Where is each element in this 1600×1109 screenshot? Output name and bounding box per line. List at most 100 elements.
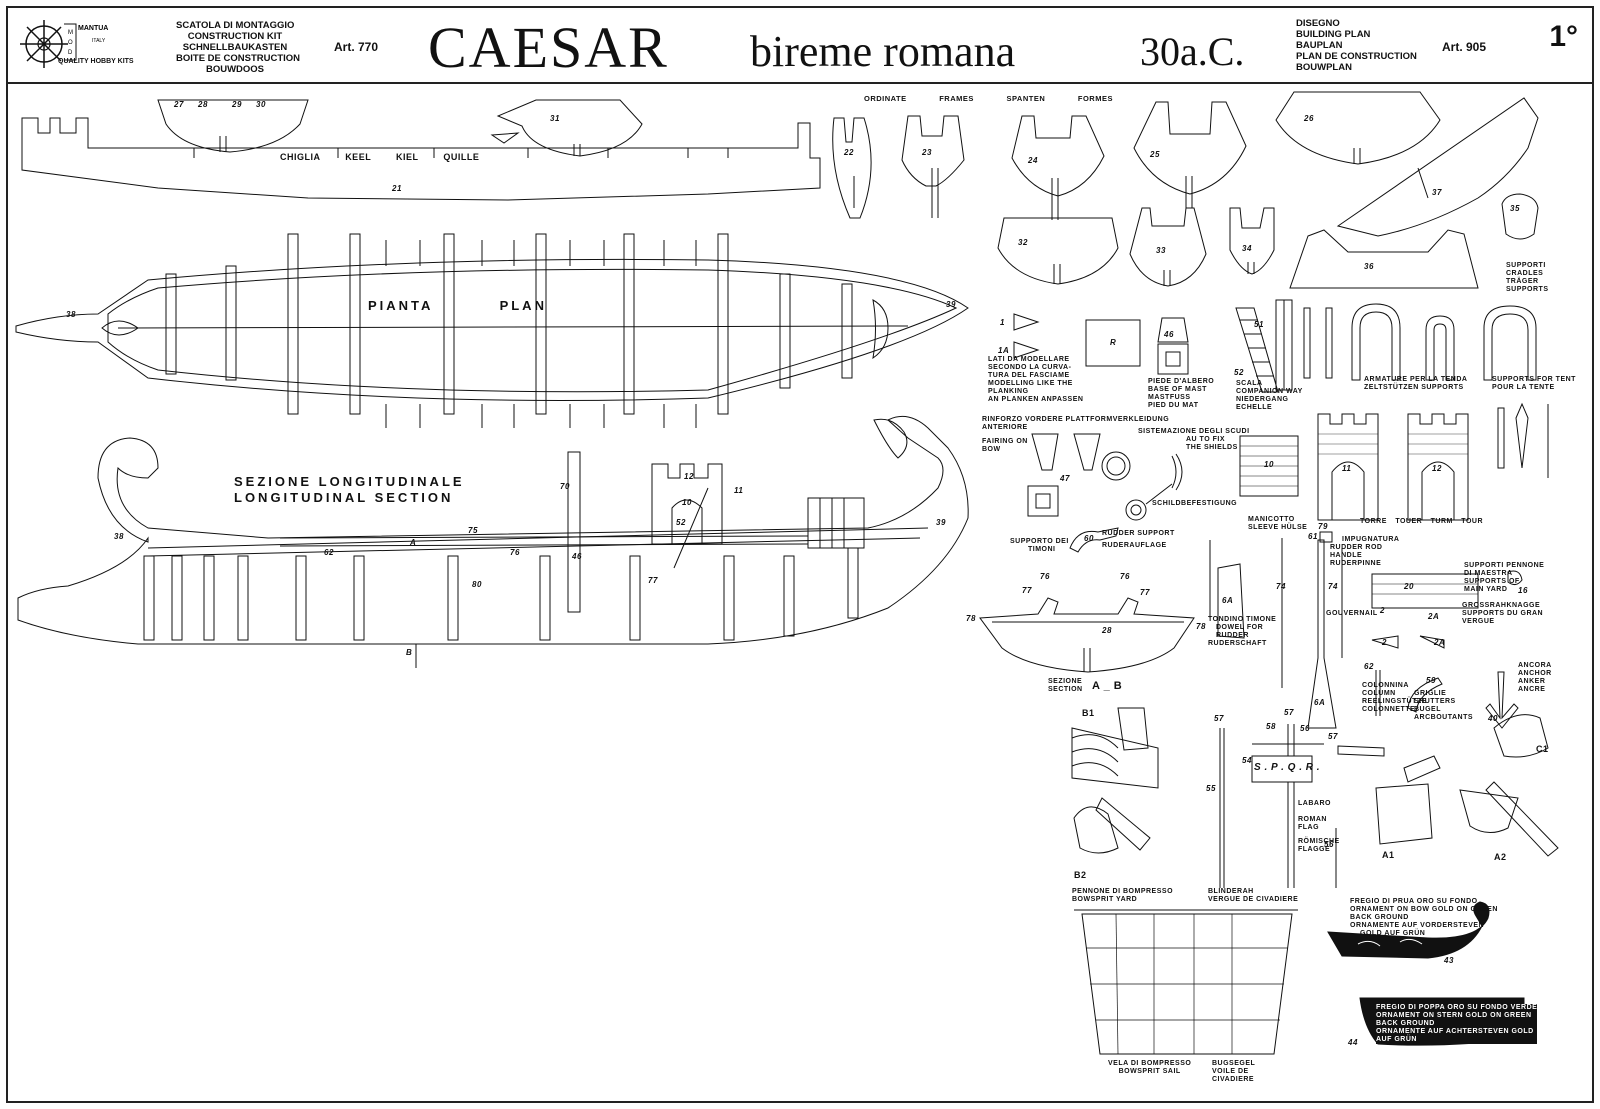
part-number: 36 — [1364, 262, 1374, 271]
plan-hull-outline — [15, 258, 969, 401]
part-number: 26 — [1304, 114, 1314, 123]
plan-line: BOUWPLAN — [1296, 62, 1352, 73]
assembly-b2 — [1073, 806, 1119, 854]
part-number: 51 — [1254, 320, 1264, 329]
svg-text:ITALY: ITALY — [92, 38, 106, 44]
part-number: 35 — [1510, 204, 1520, 213]
frame-22 — [832, 117, 872, 219]
part-number: 22 — [844, 148, 854, 157]
part-36 — [1289, 229, 1479, 289]
kit-line: BOITE DE CONSTRUCTION — [176, 53, 301, 64]
plan-article-number: Art. 905 — [1442, 40, 1487, 54]
keel-label: CHIGLIA KEEL KIEL QUILLE — [280, 152, 480, 162]
part-37 — [1336, 97, 1539, 237]
bow-ornament-c1 — [1493, 714, 1549, 758]
label-c1: C1 — [1536, 744, 1549, 754]
part-number: 10 — [682, 498, 692, 507]
part-number: 39 — [946, 300, 956, 309]
part-number: 11 — [734, 486, 744, 495]
part-number: 43 — [1444, 956, 1454, 965]
part-number: 77 — [1022, 586, 1032, 595]
part-number: 80 — [472, 580, 482, 589]
spear — [1515, 402, 1529, 469]
plan-view-label: PIANTA PLAN — [368, 298, 547, 313]
kit-type-block: SCATOLA DI MONTAGGIO CONSTRUCTION KIT SC… — [176, 20, 301, 75]
tent-support-a — [1351, 303, 1401, 381]
part-number: 40 — [1488, 714, 1498, 723]
part-number: 16 — [1518, 586, 1528, 595]
part-number: 20 — [1404, 582, 1414, 591]
gouvernail-label: GOUVERNAIL — [1326, 610, 1378, 617]
tower-11 — [1317, 413, 1379, 521]
part-number: 44 — [1348, 1038, 1358, 1047]
part-number: 38 — [66, 310, 76, 319]
part-number: 6A — [1314, 698, 1326, 707]
rudder-6a-small — [1217, 563, 1245, 639]
part-number: 55 — [1206, 784, 1216, 793]
ship-type: bireme romana — [750, 27, 1016, 76]
part-number: 74 — [1328, 582, 1338, 591]
ship-date: 30a.C. — [1140, 29, 1245, 74]
support-20 — [1371, 573, 1479, 609]
logo-tagline: QUALITY HOBBY KITS — [58, 58, 134, 65]
part-number: 2 — [1380, 606, 1385, 615]
part-number: 46 — [1164, 330, 1174, 339]
part-number: 29 — [232, 100, 242, 109]
spqr-banner — [1251, 755, 1313, 783]
part-35 — [1501, 193, 1539, 240]
fairing-right — [1073, 433, 1101, 471]
kit-line: BOUWDOOS — [205, 64, 265, 75]
frame-26 — [1275, 91, 1441, 165]
part-16 — [1507, 570, 1523, 586]
label-b: B — [406, 648, 413, 657]
part-number: 78 — [966, 614, 976, 623]
svg-text:M: M — [68, 30, 73, 36]
part-number: 47 — [1060, 474, 1070, 483]
label-a2: A2 — [1494, 852, 1507, 862]
ladder-51 — [1235, 307, 1279, 393]
part-2a — [1419, 635, 1445, 649]
label-b2: B2 — [1074, 870, 1087, 880]
part-number: R — [1110, 338, 1117, 347]
mast-70 — [567, 451, 581, 613]
tent-support-15 — [1425, 315, 1455, 381]
part-number: 54 — [1242, 756, 1252, 765]
part-number: 76 — [1120, 572, 1130, 581]
part-number: 62 — [324, 548, 334, 557]
part-number: 61 — [1308, 532, 1318, 541]
part-1a — [1013, 341, 1040, 359]
kit-line: SCATOLA DI MONTAGGIO — [176, 20, 295, 31]
mast-base-46 — [1157, 317, 1189, 375]
part-number: 28 — [198, 100, 208, 109]
frame-32 — [997, 217, 1119, 285]
ornament-43 — [1327, 901, 1490, 959]
part-number: 34 — [1242, 244, 1252, 253]
part-number: 57 — [1284, 708, 1294, 717]
tent-support-b — [1483, 305, 1537, 381]
section-ab-hull — [979, 597, 1195, 673]
frame-33 — [1129, 207, 1207, 287]
label-b1: B1 — [1082, 708, 1095, 718]
part-number: 31 — [550, 114, 560, 123]
plan-line: BAUPLAN — [1296, 40, 1343, 51]
fairing-left — [1031, 433, 1059, 471]
part-number: 39 — [936, 518, 946, 527]
plan-line: DISEGNO — [1296, 18, 1340, 29]
part-number: 57 — [1328, 732, 1338, 741]
part-number: 38 — [114, 532, 124, 541]
